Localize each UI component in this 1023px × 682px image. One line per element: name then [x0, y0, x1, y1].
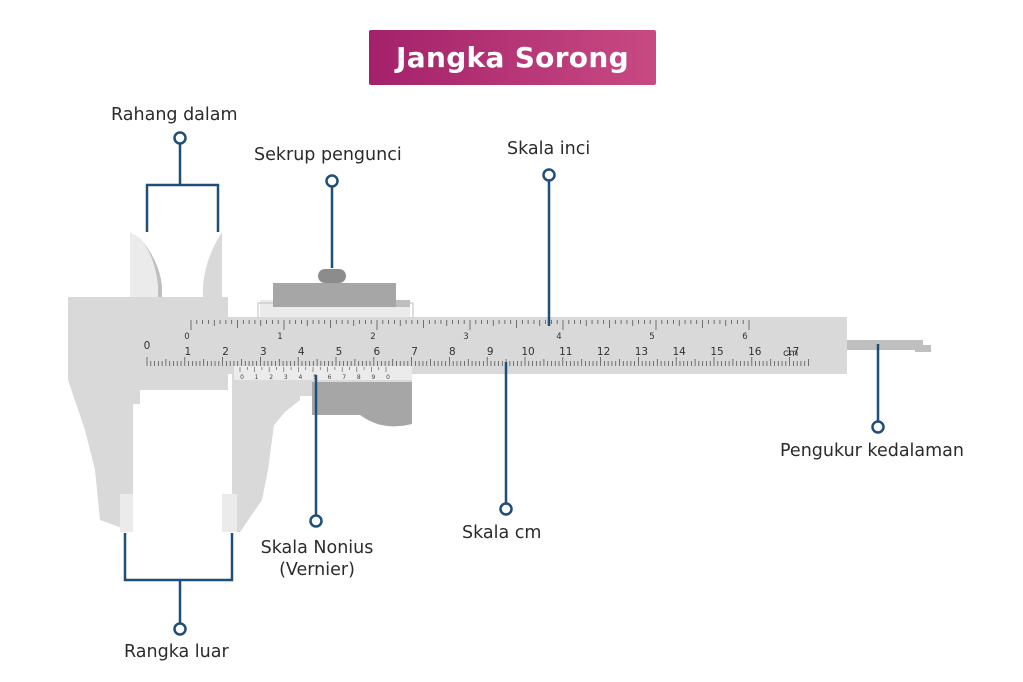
callout-dot-rangka-luar — [173, 622, 187, 636]
callout-rahang-dalam-bracket — [145, 183, 220, 232]
inner-jaw-moving — [203, 232, 222, 297]
label-rangka-luar: Rangka luar — [124, 642, 229, 662]
cm-number: 1 — [184, 346, 191, 358]
cm-scale-ticks — [146, 357, 809, 366]
vernier-number: 2 — [269, 374, 273, 381]
label-skala-inci: Skala inci — [507, 139, 591, 159]
inch-scale-numbers: 0 1 2 3 4 5 6 — [184, 332, 747, 342]
callout-dot-rahang-dalam — [173, 131, 187, 145]
cm-number: 10 — [521, 346, 534, 358]
vernier-number: 9 — [371, 374, 375, 381]
inch-number: 2 — [370, 332, 375, 342]
slider-bottom-dark — [312, 382, 412, 415]
cm-number: 12 — [597, 346, 610, 358]
lock-screw-block-side — [396, 300, 410, 307]
cm-number: 9 — [487, 346, 494, 358]
label-skala-nonius-line2: (Vernier) — [279, 560, 355, 580]
vernier-scale-ticks — [239, 367, 387, 372]
cm-number: 13 — [635, 346, 648, 358]
depth-rod — [845, 340, 923, 350]
callout-dot-nonius — [309, 514, 323, 528]
inch-number: 6 — [742, 332, 747, 342]
cm-unit: cm — [783, 348, 798, 359]
cm-number: 4 — [298, 346, 305, 358]
callout-dot-cm — [499, 502, 513, 516]
inner-jaw-fixed — [130, 232, 158, 297]
cm-number: 7 — [411, 346, 418, 358]
inner-jaw-fixed-shadow — [140, 238, 162, 297]
fixed-jaw-tip — [120, 494, 133, 532]
inch-number: 1 — [277, 332, 282, 342]
label-skala-cm: Skala cm — [462, 523, 542, 543]
cm-number: 6 — [373, 346, 380, 358]
cm-number: 15 — [710, 346, 723, 358]
cm-number: 0 — [144, 340, 151, 352]
vernier-number: 0 — [386, 374, 390, 381]
vernier-number: 4 — [298, 374, 302, 381]
label-skala-nonius: Skala Nonius (Vernier) — [252, 537, 382, 581]
page-title: Jangka Sorong — [396, 41, 629, 74]
inch-number: 5 — [649, 332, 654, 342]
cm-number: 14 — [673, 346, 687, 358]
vernier-number: 8 — [357, 374, 361, 381]
label-sekrup-pengunci: Sekrup pengunci — [254, 145, 402, 165]
fixed-outer-jaw — [68, 297, 228, 532]
callout-dot-kedalaman — [871, 420, 885, 434]
cm-number: 17 — [786, 346, 799, 358]
callout-dot-sekrup — [325, 174, 339, 188]
moving-jaw-tip — [222, 494, 237, 532]
inch-scale-strip — [190, 318, 755, 332]
cm-number: 5 — [336, 346, 343, 358]
callout-rangka-luar-bracket — [123, 533, 234, 582]
cm-number: 16 — [748, 346, 762, 358]
lock-screw-block — [273, 283, 396, 307]
lock-screw-knob — [318, 269, 346, 283]
cm-number: 3 — [260, 346, 267, 358]
inch-scale-ticks — [190, 320, 750, 330]
vernier-number: 7 — [342, 374, 346, 381]
cm-number: 2 — [222, 346, 229, 358]
vernier-number: 3 — [284, 374, 288, 381]
inch-number: 0 — [184, 332, 189, 342]
label-skala-nonius-line1: Skala Nonius — [260, 538, 374, 558]
cm-number: 8 — [449, 346, 456, 358]
vernier-number: 6 — [328, 374, 332, 381]
callout-dot-skala-inci — [542, 168, 556, 182]
depth-rod-tip — [915, 345, 931, 352]
cm-number: 11 — [559, 346, 572, 358]
vernier-number: 1 — [255, 374, 259, 381]
vernier-strip — [234, 366, 412, 380]
vernier-number: 0 — [240, 374, 244, 381]
label-rahang-dalam: Rahang dalam — [111, 105, 238, 125]
inch-number: 3 — [463, 332, 468, 342]
slider-thumb-wheel — [360, 415, 412, 427]
title-banner: Jangka Sorong — [369, 30, 656, 85]
inch-number: 4 — [556, 332, 561, 342]
moving-outer-jaw — [232, 374, 300, 532]
label-pengukur-kedalaman: Pengukur kedalaman — [780, 441, 964, 461]
